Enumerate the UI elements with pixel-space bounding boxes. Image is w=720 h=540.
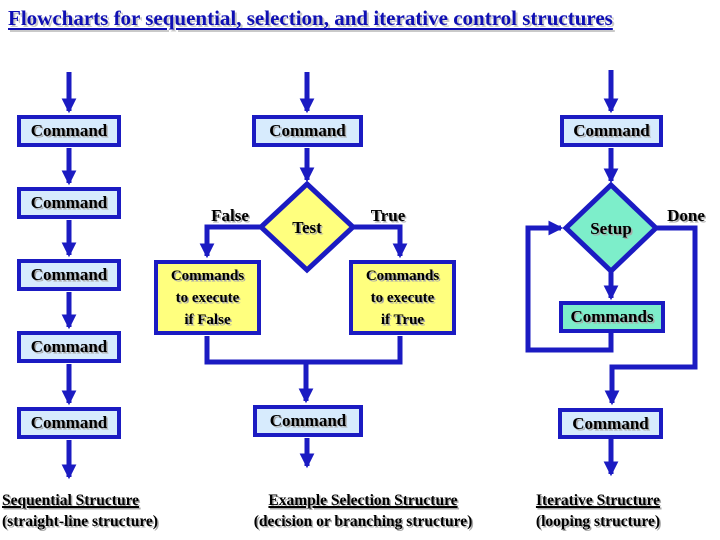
selection-caption: Example Selection Structure (decision or… [233, 490, 493, 532]
commands-if-true-box: Commands to execute if True [349, 260, 456, 335]
seq-command-box-1: Command [17, 115, 121, 147]
sequential-caption-subtitle: (straight-line structure) [2, 513, 158, 530]
test-diamond [257, 180, 357, 274]
sel-false-branch-line [199, 224, 262, 259]
sequential-caption: Sequential Structure (straight-line stru… [2, 490, 202, 532]
sel-command-bottom-box: Command [253, 405, 363, 437]
iterative-caption-title: Iterative Structure [535, 492, 661, 509]
iter-command-bottom-box: Command [558, 408, 663, 439]
commands-if-false-box: Commands to execute if False [154, 260, 261, 335]
iterative-caption-subtitle: (looping structure) [535, 513, 661, 530]
sel-merge-line [204, 336, 403, 365]
iter-done-line [604, 225, 698, 406]
iter-commands-box: Commands [559, 301, 665, 333]
setup-diamond-label: Setup [590, 219, 632, 238]
setup-diamond [562, 181, 660, 275]
slide-title: Flowcharts for sequential, selection, an… [8, 6, 613, 30]
false-branch-label: False [211, 206, 249, 225]
sequential-caption-title: Sequential Structure [2, 492, 140, 509]
iter-command-top-box: Command [560, 115, 663, 147]
sel-true-branch-line [352, 224, 408, 259]
test-diamond-label: Test [292, 218, 322, 237]
seq-command-box-2: Command [17, 187, 121, 219]
selection-caption-subtitle: (decision or branching structure) [253, 513, 473, 530]
seq-command-box-4: Command [17, 331, 121, 363]
sel-command-top-box: Command [252, 115, 363, 147]
seq-command-box-5: Command [17, 407, 121, 439]
true-branch-label: True [370, 206, 406, 225]
iter-loop-back-line [525, 220, 614, 353]
iterative-caption: Iterative Structure (looping structure) [502, 490, 694, 532]
done-branch-label: Done [667, 206, 705, 225]
selection-caption-title: Example Selection Structure [268, 492, 458, 509]
seq-command-box-3: Command [17, 259, 121, 291]
